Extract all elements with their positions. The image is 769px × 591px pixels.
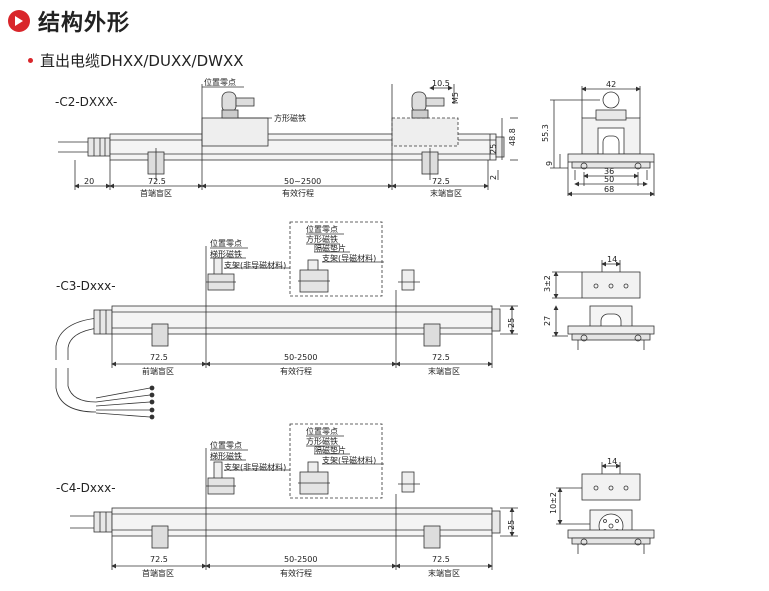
c2-dim-2: 2 bbox=[489, 175, 498, 180]
c2-text: 位置零点 方形磁铁 20 72.5 50~2500 72.5 首端盲区 有效行程… bbox=[84, 77, 517, 198]
c3-side-3: 3±2 bbox=[543, 275, 552, 292]
section-header: 结构外形 bbox=[8, 4, 130, 38]
c4-zero-point: 位置零点 bbox=[210, 440, 242, 450]
c4-square-magnet-label: 方形磁铁 bbox=[306, 436, 338, 446]
c4-text: -C4-Dxxx- 位置零点 梯形磁铁 支架(非导磁材料) 位置零点 方形磁铁 … bbox=[56, 426, 516, 578]
c3-zone-stroke: 有效行程 bbox=[280, 366, 312, 376]
c4-dim-stroke: 50-2500 bbox=[284, 555, 317, 564]
c4-side-14: 14 bbox=[607, 457, 617, 466]
c3-dim-stroke: 50-2500 bbox=[284, 353, 317, 362]
c4-model-label: -C4-Dxxx- bbox=[56, 481, 116, 495]
c2-dim-20: 20 bbox=[84, 177, 94, 186]
c3-zero-point2: 位置零点 bbox=[306, 224, 338, 234]
c4-spacer-label: 隔磁垫片 bbox=[314, 445, 346, 455]
c3-zone-front: 前端盲区 bbox=[142, 366, 174, 376]
c4-side-text: 14 10±2 bbox=[549, 457, 617, 514]
c2-side-55-3: 55.3 bbox=[541, 124, 550, 142]
c4-dim-end: 72.5 bbox=[432, 555, 450, 564]
c4-cable bbox=[70, 515, 94, 529]
c3-bracket2-label: 支架(导磁材料) bbox=[322, 253, 376, 263]
c4-zero-point2: 位置零点 bbox=[306, 426, 338, 436]
c2-dim-48-8: 48.8 bbox=[508, 128, 517, 146]
c4-dim-25: 25 bbox=[507, 520, 516, 530]
c2-cable bbox=[58, 141, 88, 153]
c4-side-view bbox=[556, 462, 655, 554]
c2-side-50: 50 bbox=[604, 175, 614, 184]
c4-dim-front: 72.5 bbox=[150, 555, 168, 564]
c3-dim-front: 72.5 bbox=[150, 353, 168, 362]
subtitle-text: 直出电缆DHXX/DUXX/DWXX bbox=[40, 52, 244, 70]
c4-bracket-label: 支架(非导磁材料) bbox=[224, 462, 286, 472]
c2-side-view bbox=[550, 86, 655, 197]
bullet-icon bbox=[28, 58, 33, 63]
c2-dim-10-5: 10.5 bbox=[432, 79, 450, 88]
c2-cable-gland bbox=[87, 137, 111, 157]
c2-dim-m5: M5 bbox=[451, 92, 460, 104]
c2-square-magnet bbox=[201, 117, 269, 147]
c2-zone-front: 首端盲区 bbox=[140, 188, 172, 198]
c2-dim-end: 72.5 bbox=[432, 177, 450, 186]
c4-zone-front: 首端盲区 bbox=[142, 568, 174, 578]
page-title: 结构外形 bbox=[38, 11, 131, 36]
c3-dim-end: 72.5 bbox=[432, 353, 450, 362]
c2-magnet-label: 方形磁铁 bbox=[274, 113, 306, 123]
c4-zone-stroke: 有效行程 bbox=[280, 568, 312, 578]
c2-dim-stroke: 50~2500 bbox=[284, 177, 321, 186]
c4-ring-magnet-label: 梯形磁铁 bbox=[210, 451, 242, 461]
c2-model-label: -C2-DXXX- bbox=[55, 95, 117, 109]
c3-zero-point: 位置零点 bbox=[210, 238, 242, 248]
c3-text: -C3-Dxxx- 位置零点 梯形磁铁 支架(非导磁材料) 位置零点 方形磁铁 … bbox=[56, 224, 516, 376]
c4-section bbox=[70, 423, 518, 570]
c3-side-27: 27 bbox=[543, 316, 552, 326]
c2-zone-stroke: 有效行程 bbox=[282, 188, 314, 198]
c2-side-text: 42 55.3 9 36 50 68 bbox=[541, 80, 616, 194]
c4-sensor-body bbox=[111, 507, 493, 537]
c2-side-42: 42 bbox=[606, 80, 616, 89]
c3-side-view bbox=[552, 260, 655, 350]
play-circle-icon bbox=[8, 10, 30, 32]
c4-side-10: 10±2 bbox=[549, 492, 558, 514]
c3-bracket-label: 支架(非导磁材料) bbox=[224, 260, 286, 270]
c3-model-label: -C3-Dxxx- bbox=[56, 279, 116, 293]
c3-side-14: 14 bbox=[607, 255, 617, 264]
c2-dim-25: 25 bbox=[489, 144, 498, 154]
c3-square-magnet-label: 方形磁铁 bbox=[306, 234, 338, 244]
c2-dim-front: 72.5 bbox=[148, 177, 166, 186]
c2-section: -C2-DXXX- bbox=[55, 84, 518, 190]
c3-dim-25: 25 bbox=[507, 318, 516, 328]
c3-section bbox=[55, 221, 518, 420]
c2-zone-end: 末端盲区 bbox=[430, 188, 462, 198]
c3-cable bbox=[55, 317, 99, 360]
c3-side-text: 14 3±2 27 bbox=[543, 255, 617, 326]
c2-side-68: 68 bbox=[604, 185, 614, 194]
c2-side-9: 9 bbox=[545, 161, 554, 166]
c2-square-magnet-end bbox=[391, 117, 459, 147]
c4-bracket2-label: 支架(导磁材料) bbox=[322, 455, 376, 465]
c2-side-36: 36 bbox=[604, 167, 614, 176]
c3-spacer-label: 隔磁垫片 bbox=[314, 243, 346, 253]
c3-zone-end: 末端盲区 bbox=[428, 366, 460, 376]
c2-zero-point-label: 位置零点 bbox=[204, 77, 236, 87]
c3-ring-magnet-label: 梯形磁铁 bbox=[210, 249, 242, 259]
subtitle: 直出电缆DHXX/DUXX/DWXX bbox=[28, 50, 244, 71]
c4-zone-end: 末端盲区 bbox=[428, 568, 460, 578]
